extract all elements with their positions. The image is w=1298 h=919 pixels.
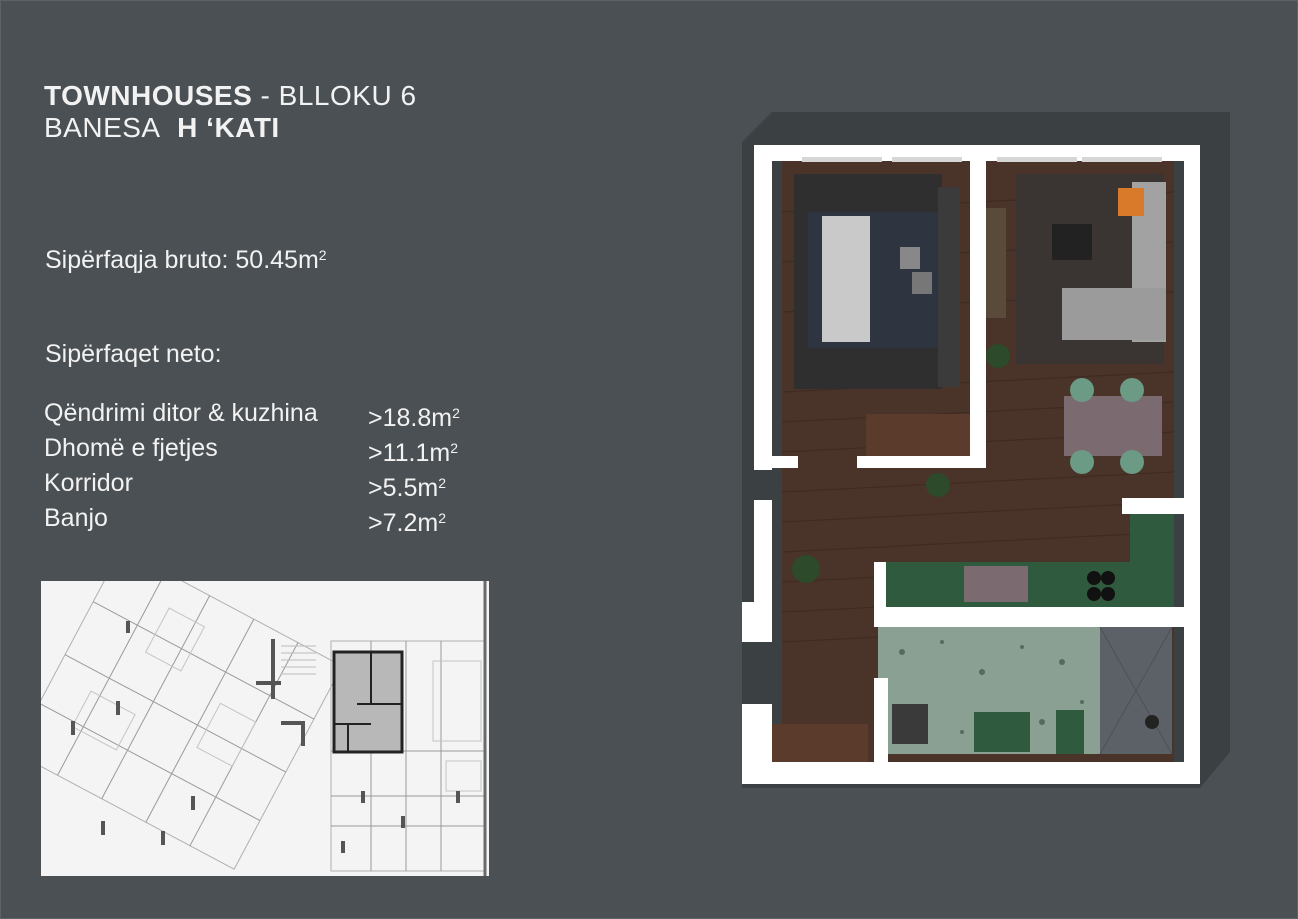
room-area: >5.5m2 [368, 466, 446, 502]
list-item: Korridor >5.5m2 [44, 466, 460, 502]
room-name: Banjo [44, 504, 108, 532]
list-item: Banjo >7.2m2 [44, 501, 460, 537]
list-item: Qëndrimi ditor & kuzhina >18.8m2 [44, 396, 460, 432]
gross-area: Sipërfaqja bruto: 50.45m2 [45, 246, 327, 275]
room-area-value: >5.5m [368, 474, 439, 502]
net-area-list: Qëndrimi ditor & kuzhina >18.8m2 Dhomë e… [44, 396, 460, 537]
room-area-sup: 2 [450, 440, 459, 456]
subtitle-unit: H ‘KATI [177, 112, 280, 143]
highlighted-unit [332, 650, 404, 754]
net-area-heading: Sipërfaqet neto: [45, 340, 222, 368]
room-area-value: >18.8m [368, 404, 453, 432]
floor-plan [742, 112, 1230, 788]
room-area: >7.2m2 [368, 501, 446, 537]
key-plan [41, 581, 489, 876]
room-name: Dhomë e fjetjes [44, 434, 218, 462]
title-project: TOWNHOUSES [44, 80, 253, 111]
gross-area-sup: 2 [318, 247, 327, 263]
room-area-value: >7.2m [368, 509, 439, 537]
room-area-sup: 2 [438, 510, 446, 526]
room-area-sup: 2 [452, 405, 460, 421]
room-area-value: >11.1m [368, 439, 451, 467]
subtitle-prefix: BANESA [44, 112, 161, 143]
title-block: - BLLOKU 6 [252, 80, 417, 111]
key-plan-drawing [41, 581, 487, 876]
room-area-sup: 2 [438, 475, 446, 491]
page-title: TOWNHOUSES - BLLOKU 6 BANESA H ‘KATI [44, 80, 417, 144]
room-name: Korridor [44, 469, 133, 497]
room-name: Qëndrimi ditor & kuzhina [44, 399, 318, 427]
floor-plan-drawing [742, 112, 1230, 788]
room-area: >18.8m2 [368, 396, 460, 432]
gross-area-text: Sipërfaqja bruto: 50.45m [45, 246, 319, 274]
room-area: >11.1m2 [368, 431, 459, 467]
list-item: Dhomë e fjetjes >11.1m2 [44, 431, 460, 467]
